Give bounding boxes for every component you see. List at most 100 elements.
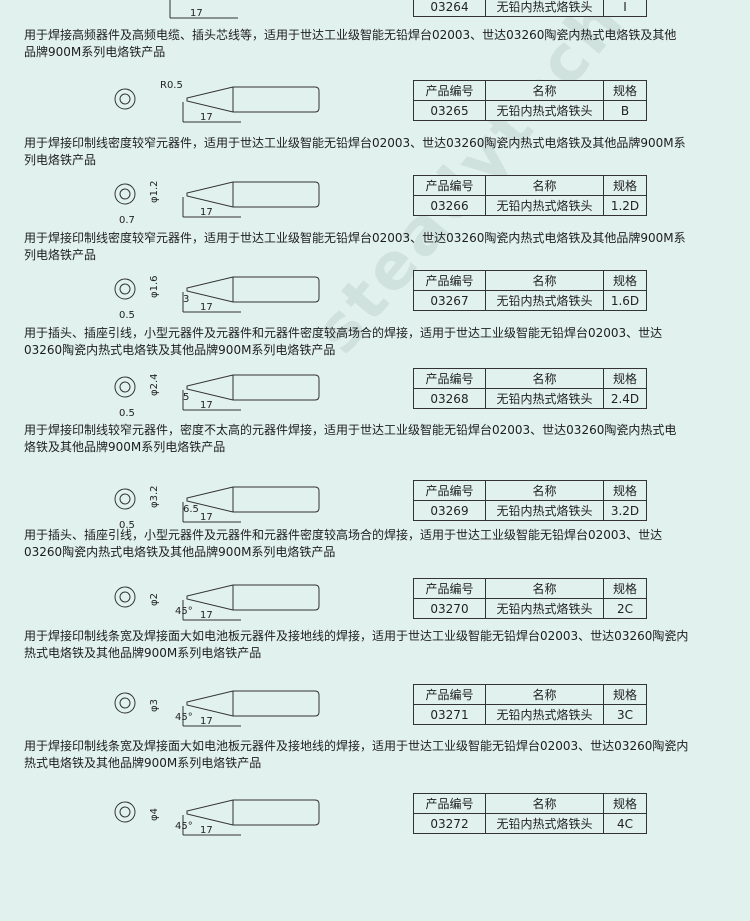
- product-code: 03264: [413, 0, 486, 17]
- dim-label: 0.5: [119, 310, 135, 321]
- tip-taper-outline: [186, 799, 245, 826]
- header-name: 名称: [485, 578, 604, 599]
- header-code: 产品编号: [413, 270, 486, 291]
- dim-label: 17: [200, 302, 213, 313]
- tip-end-view-icon: [114, 586, 136, 608]
- header-spec: 规格: [603, 684, 647, 705]
- product-description: 用于焊接印制线条宽及焊接面大如电池板元器件及接地线的焊接，适用于世达工业级智能无…: [24, 629, 689, 660]
- header-code: 产品编号: [413, 480, 486, 501]
- header-code: 产品编号: [413, 368, 486, 389]
- dim-label: φ1.2: [149, 181, 160, 204]
- spec-table: 03264 无铅内热式烙铁头 I: [413, 0, 647, 17]
- tip-taper-outline: [186, 486, 245, 513]
- product-spec: I: [603, 0, 647, 17]
- header-name: 名称: [485, 480, 604, 501]
- dim-label: 17: [200, 825, 213, 836]
- dim-label: 6.5: [183, 504, 199, 515]
- product-name: 无铅内热式烙铁头: [485, 388, 604, 409]
- product-description: 用于插头、插座引线，小型元器件及元器件和元器件密度较高场合的焊接，适用于世达工业…: [24, 326, 663, 357]
- dim-label: 3: [183, 294, 189, 305]
- product-code: 03271: [413, 704, 486, 725]
- product-name: 无铅内热式烙铁头: [485, 704, 604, 725]
- product-code: 03267: [413, 290, 486, 311]
- tip-drawing: φ1.6 0.5 3 17: [114, 276, 320, 321]
- product-name: 无铅内热式烙铁头: [485, 813, 604, 834]
- header-spec: 规格: [603, 480, 647, 501]
- header-spec: 规格: [603, 578, 647, 599]
- tip-end-view-icon: [114, 183, 136, 205]
- tip-body-outline: [245, 181, 320, 208]
- tip-taper-outline: [186, 181, 245, 208]
- product-code: 03269: [413, 500, 486, 521]
- header-code: 产品编号: [413, 793, 486, 814]
- header-spec: 规格: [603, 80, 647, 101]
- product-spec: 2C: [603, 598, 647, 619]
- header-spec: 规格: [603, 368, 647, 389]
- header-code: 产品编号: [413, 578, 486, 599]
- dim-label: φ2: [149, 593, 160, 606]
- dim-label: φ1.6: [149, 276, 160, 299]
- product-code: 03270: [413, 598, 486, 619]
- header-name: 名称: [485, 80, 604, 101]
- product-description: 用于焊接印制线密度较窄元器件，适用于世达工业级智能无铅焊台02003、世达032…: [24, 231, 686, 262]
- product-code: 03265: [413, 100, 486, 121]
- tip-taper-outline: [186, 374, 245, 401]
- product-description: 用于焊接印制线较窄元器件，密度不太高的元器件焊接，适用于世达工业级智能无铅焊台0…: [24, 423, 677, 454]
- product-name: 无铅内热式烙铁头: [485, 195, 604, 216]
- product-spec: 4C: [603, 813, 647, 834]
- product-description: 用于插头、插座引线，小型元器件及元器件和元器件密度较高场合的焊接，适用于世达工业…: [24, 528, 663, 559]
- tip-taper-outline: [186, 690, 245, 717]
- header-name: 名称: [485, 793, 604, 814]
- tip-end-view-icon: [114, 278, 136, 300]
- header-code: 产品编号: [413, 684, 486, 705]
- tip-end-view-icon: [114, 488, 136, 510]
- product-name: 无铅内热式烙铁头: [485, 500, 604, 521]
- dim-label: 45°: [175, 606, 193, 617]
- dim-label: 0.5: [119, 520, 135, 531]
- tip-body-outline: [245, 276, 320, 303]
- dim-label: R0.5: [160, 80, 183, 91]
- product-name: 无铅内热式烙铁头: [485, 290, 604, 311]
- tip-taper-outline: [186, 584, 245, 611]
- header-code: 产品编号: [413, 175, 486, 196]
- header-name: 名称: [485, 175, 604, 196]
- tip-drawing: φ1.20.717: [114, 181, 320, 226]
- header-name: 名称: [485, 684, 604, 705]
- tip-drawing: φ3.20.56.517: [114, 486, 320, 531]
- tip-taper-outline: [186, 276, 245, 303]
- product-spec: 3.2D: [603, 500, 647, 521]
- dim-length: 17: [190, 8, 203, 19]
- dim-label: 0.7: [119, 215, 135, 226]
- tip-body-outline: [245, 374, 320, 401]
- dim-label: φ3: [149, 699, 160, 712]
- product-spec: 2.4D: [603, 388, 647, 409]
- product-code: 03272: [413, 813, 486, 834]
- product-name: 无铅内热式烙铁头: [485, 598, 604, 619]
- product-spec: 3C: [603, 704, 647, 725]
- tip-body-outline: [245, 584, 320, 611]
- product-spec: 1.6D: [603, 290, 647, 311]
- product-description: 用于焊接印制线条宽及焊接面大如电池板元器件及接地线的焊接，适用于世达工业级智能无…: [24, 739, 689, 770]
- dim-label: 5: [183, 392, 189, 403]
- header-name: 名称: [485, 368, 604, 389]
- product-description: 用于焊接印制线密度较窄元器件，适用于世达工业级智能无铅焊台02003、世达032…: [24, 136, 686, 167]
- tip-end-view-icon: [114, 692, 136, 714]
- tip-body-outline: [245, 86, 320, 113]
- dim-label: φ4: [149, 808, 160, 821]
- product-code: 03266: [413, 195, 486, 216]
- product-spec: B: [603, 100, 647, 121]
- header-spec: 规格: [603, 270, 647, 291]
- tip-drawing: R0.5 17: [114, 80, 320, 123]
- dim-label: 17: [200, 112, 213, 123]
